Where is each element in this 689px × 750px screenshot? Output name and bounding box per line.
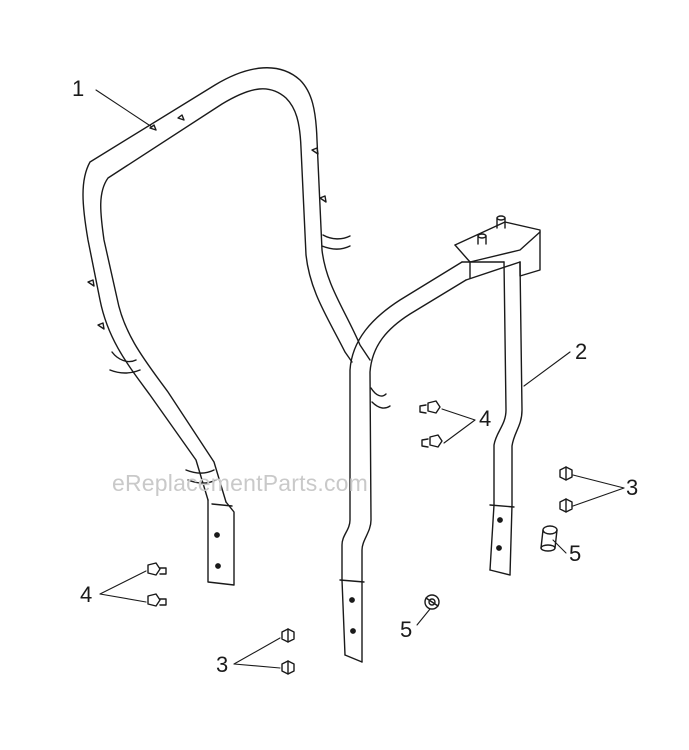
bushing-bottom [424,594,440,610]
callout-part-1: 1 [72,76,85,101]
nut-group-right [559,466,573,513]
leader-lines [95,89,625,669]
callout-part-5-bottom: 5 [400,617,413,642]
callout-part-2: 2 [575,339,588,364]
bolt-group-left [147,562,167,607]
callout-part-3-bottom: 3 [216,652,229,677]
roll-bar-upper-frame [82,67,371,586]
watermark-text: eReplacementParts.com [112,470,369,496]
callout-part-4-center: 4 [479,406,492,431]
callout-part-5-right: 5 [569,541,582,566]
callout-part-3-right: 3 [626,475,639,500]
bolt-group-center [419,400,443,448]
callout-part-4-left: 4 [80,582,93,607]
roll-bar-lower-frame [339,215,541,663]
nut-group-bottom [281,628,295,675]
bushing-right [540,525,558,552]
